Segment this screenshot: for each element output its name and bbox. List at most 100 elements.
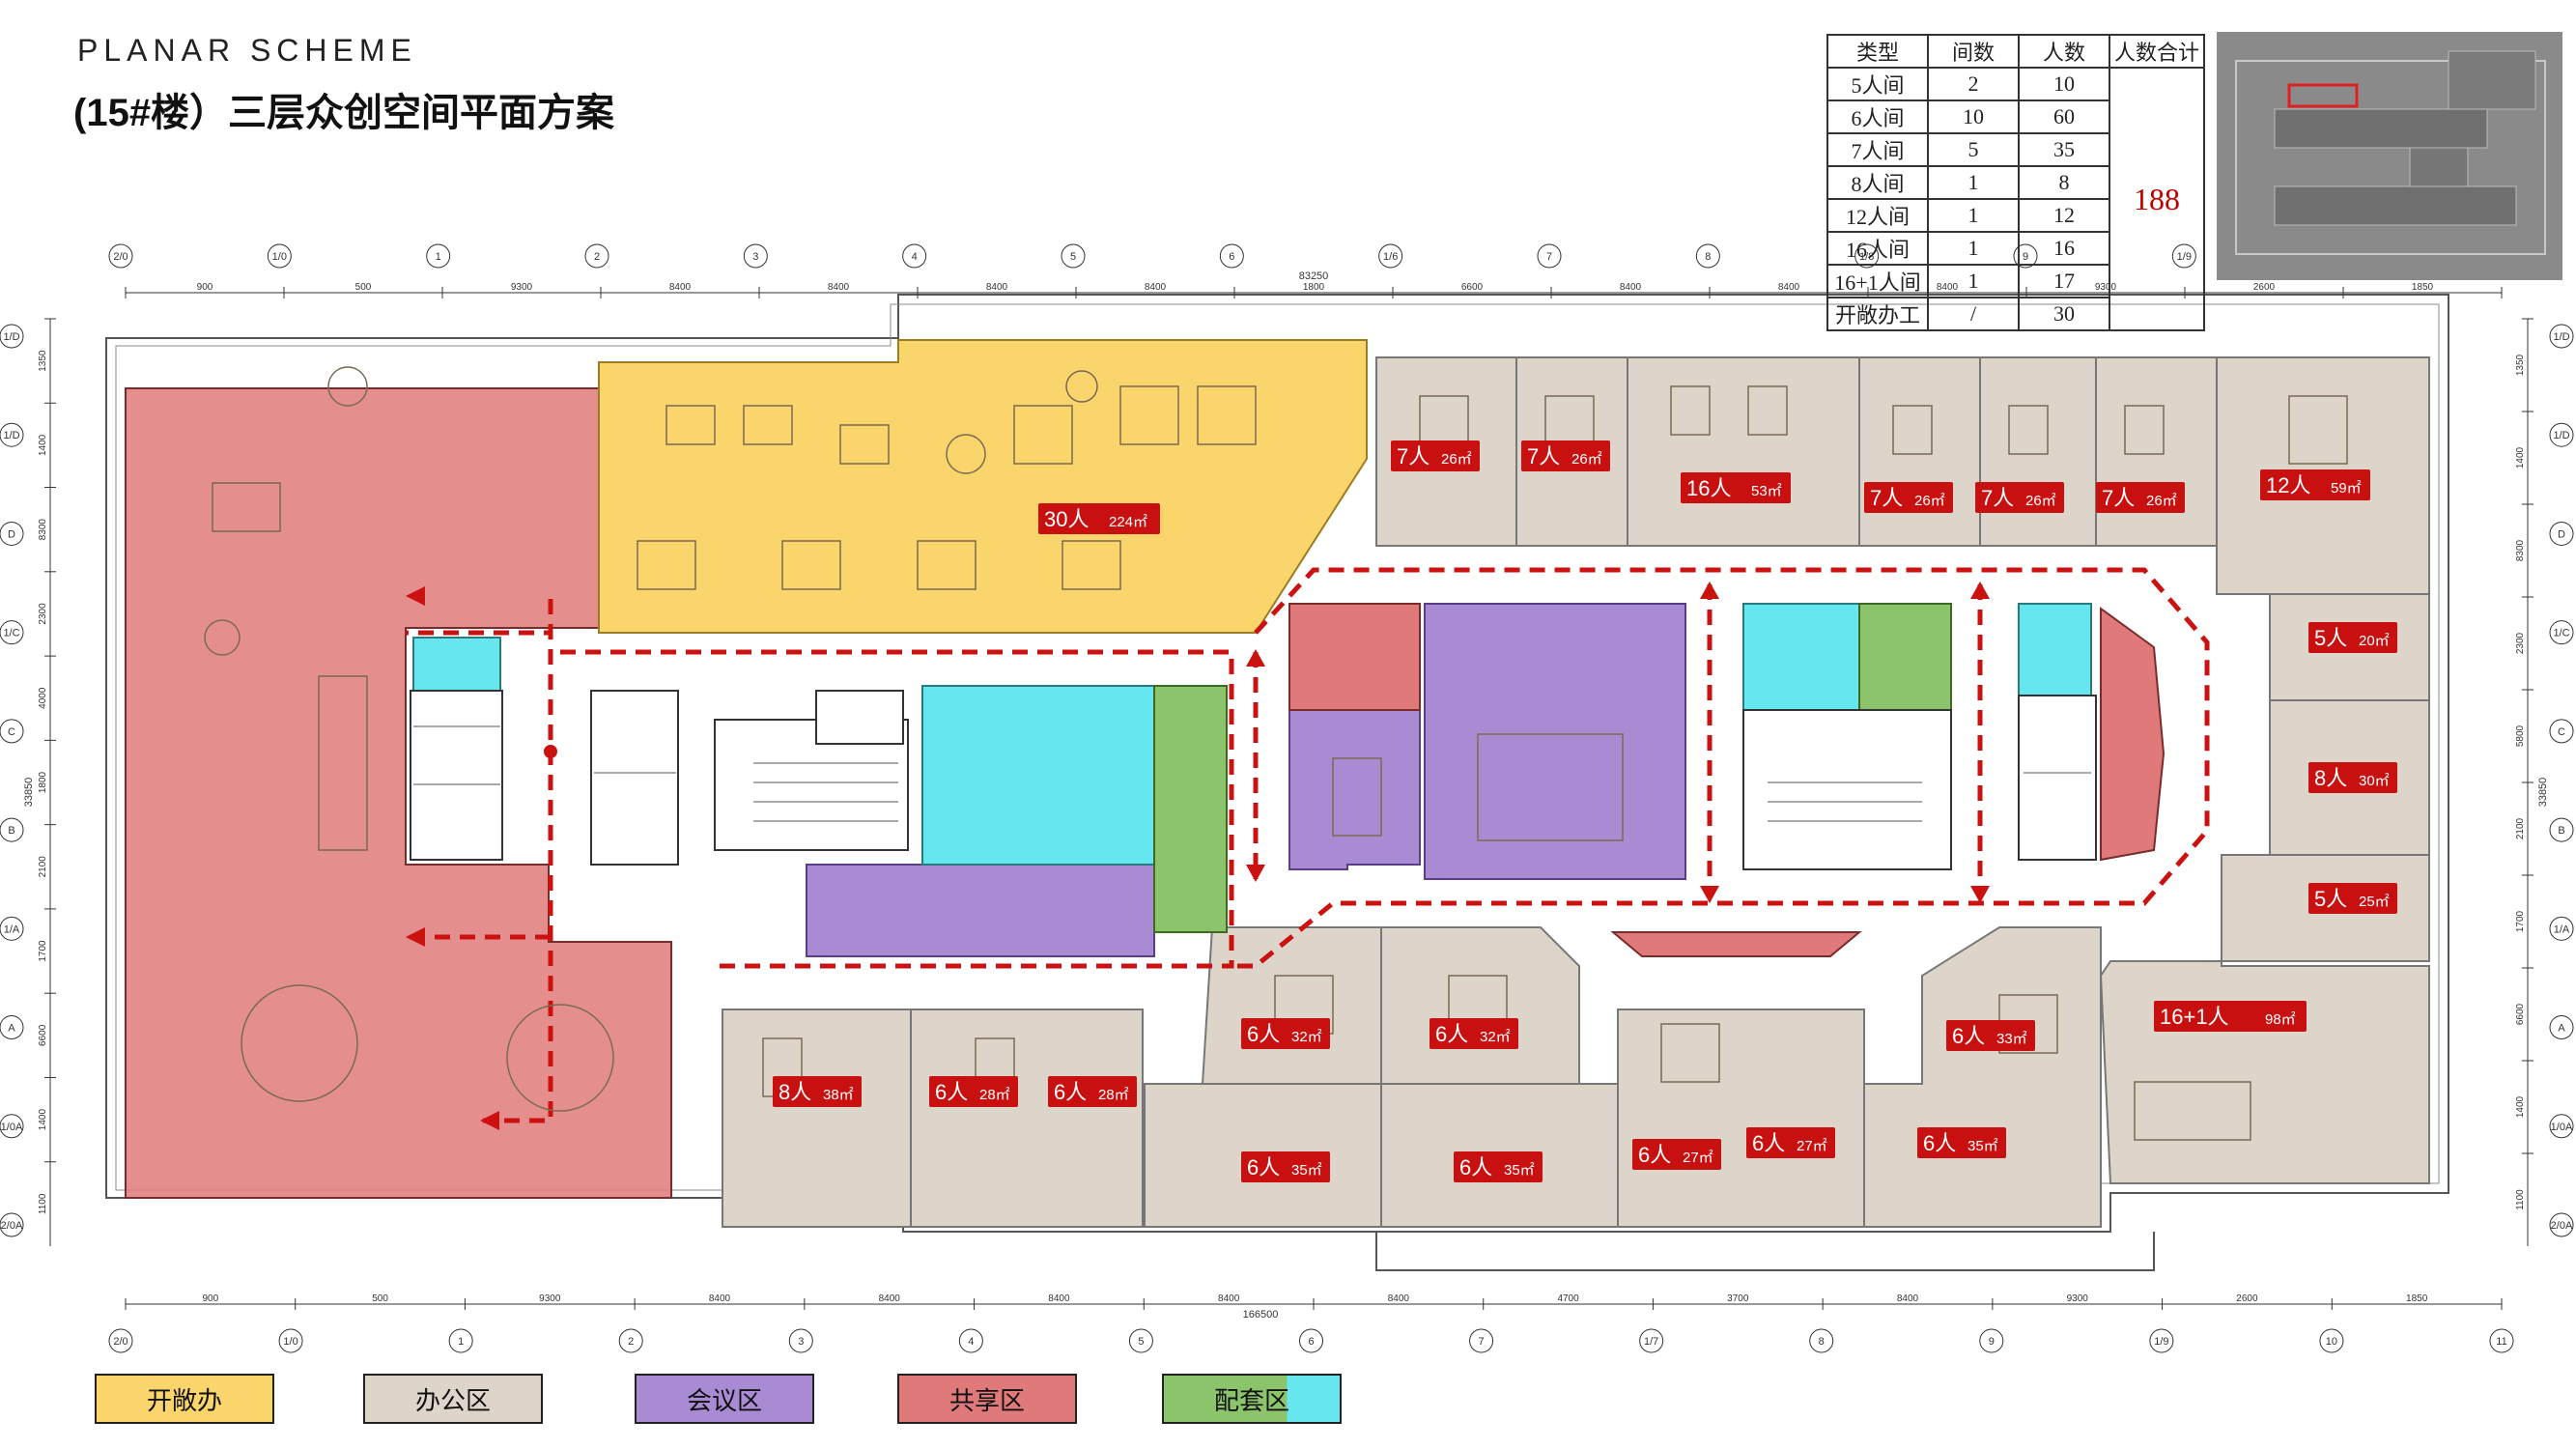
room-area: 26㎡ xyxy=(1441,451,1472,468)
room-people: 7人 xyxy=(1870,486,1903,510)
svg-text:1: 1 xyxy=(458,1336,464,1348)
dim-value: 500 xyxy=(355,282,372,293)
svg-text:D: D xyxy=(8,528,15,540)
axis-bubble: 2/0A xyxy=(0,1212,24,1237)
cell: 5人间 xyxy=(1826,67,1929,101)
room-people: 30人 xyxy=(1044,507,1089,531)
route-arrows xyxy=(406,582,1990,1130)
axis-bubble: 1/0 xyxy=(267,243,292,269)
axis-bubble: 2 xyxy=(584,243,609,269)
axis-bubble: 5 xyxy=(1061,243,1086,269)
room-area: 38㎡ xyxy=(823,1087,854,1103)
dim-value: 2100 xyxy=(2515,817,2526,839)
axis-bubble: D xyxy=(2549,521,2574,546)
svg-text:1/C: 1/C xyxy=(3,628,19,639)
room-label-bg xyxy=(1946,1020,2035,1051)
room-area: 25㎡ xyxy=(2359,894,2390,910)
cell: 6人间 xyxy=(1826,99,1929,134)
svg-text:11: 11 xyxy=(2496,1336,2506,1348)
legend-office: 办公区 xyxy=(363,1374,543,1424)
axis-bubble: 2/0 xyxy=(108,1328,133,1353)
axis-bubble: B xyxy=(0,817,24,842)
room-label-bg xyxy=(2308,622,2397,653)
axis-bubble: 1/D xyxy=(0,422,24,447)
cell: 8 xyxy=(2018,165,2110,200)
dim-overall-bottom: 166500 xyxy=(1243,1309,1279,1321)
axis-bubble: 1/D xyxy=(0,324,24,349)
room-label-bg xyxy=(1038,503,1160,534)
room-people: 6人 xyxy=(1459,1155,1492,1179)
room-label-bg xyxy=(2308,762,2397,793)
room-area: 32㎡ xyxy=(1480,1029,1511,1045)
axis-bubble: 2/0A xyxy=(2549,1212,2574,1237)
axis-bubble: 1 xyxy=(448,1328,473,1353)
svg-text:2/0: 2/0 xyxy=(113,1336,127,1348)
open-office-zone xyxy=(598,339,1368,634)
svg-text:7: 7 xyxy=(1479,1336,1485,1348)
axis-bubble: 1/A xyxy=(2549,916,2574,941)
room-label-bg xyxy=(1681,472,1791,503)
cell: 16人间 xyxy=(1826,231,1929,266)
room-area: 27㎡ xyxy=(1683,1150,1713,1166)
axis-bubble: 1/7 xyxy=(1639,1328,1664,1353)
dim-value: 3700 xyxy=(1727,1293,1749,1304)
dim-overall-left: 33850 xyxy=(23,778,35,808)
dim-value: 500 xyxy=(372,1293,388,1304)
cell: 2 xyxy=(1927,67,2020,101)
svg-text:2: 2 xyxy=(594,251,600,263)
room-label-bg xyxy=(2308,883,2397,914)
axis-bubble: 5 xyxy=(1128,1328,1153,1353)
dim-value: 900 xyxy=(203,1293,219,1304)
room-area: 33㎡ xyxy=(1996,1031,2027,1047)
shared-zone-right xyxy=(1610,607,2166,957)
dim-value: 8300 xyxy=(38,519,48,541)
room-area: 27㎡ xyxy=(1797,1138,1827,1154)
room-people: 6人 xyxy=(1923,1131,1956,1155)
room-label-bg xyxy=(1917,1127,2006,1158)
svg-text:4: 4 xyxy=(968,1336,974,1348)
axis-bubble: 3 xyxy=(788,1328,813,1353)
svg-text:3: 3 xyxy=(752,251,758,263)
cell: 1 xyxy=(1927,231,2020,266)
svg-text:C: C xyxy=(2558,726,2565,738)
dim-value: 1850 xyxy=(2406,1293,2428,1304)
col-people: 人数 xyxy=(2018,34,2110,69)
legend-shared: 共享区 xyxy=(897,1374,1077,1424)
dim-value: 900 xyxy=(197,282,213,293)
svg-text:1/D: 1/D xyxy=(2553,331,2569,343)
svg-text:1/0: 1/0 xyxy=(283,1336,297,1348)
dim-value: 9300 xyxy=(2067,1293,2089,1304)
dim-value: 8400 xyxy=(1145,282,1167,293)
room-people: 6人 xyxy=(1054,1080,1087,1104)
svg-text:5: 5 xyxy=(1070,251,1076,263)
svg-text:10: 10 xyxy=(2326,1336,2337,1348)
svg-text:7: 7 xyxy=(1546,251,1552,263)
room-area: 26㎡ xyxy=(1571,451,1602,468)
total-cell: 188 xyxy=(2109,67,2205,331)
room-label-bg xyxy=(1430,1018,1518,1049)
room-label: 5人 25㎡ xyxy=(2308,883,2397,914)
table-row: 5人间 2 10 188 xyxy=(1826,67,2205,331)
svg-text:1/D: 1/D xyxy=(3,331,19,343)
axis-bubble: 1 xyxy=(426,243,451,269)
dim-value: 4000 xyxy=(38,687,48,709)
room-area: 32㎡ xyxy=(1291,1029,1322,1045)
dim-value: 2300 xyxy=(2515,632,2526,654)
dim-value: 8400 xyxy=(1388,1293,1410,1304)
dim-value: 8400 xyxy=(709,1293,731,1304)
legend-support: 配套区 xyxy=(1162,1374,1342,1424)
room-people: 5人 xyxy=(2314,887,2347,911)
dim-value: 8400 xyxy=(1048,1293,1070,1304)
svg-text:2/0A: 2/0A xyxy=(1,1220,23,1232)
svg-text:1/0A: 1/0A xyxy=(1,1122,23,1133)
svg-text:1/D: 1/D xyxy=(3,430,19,441)
